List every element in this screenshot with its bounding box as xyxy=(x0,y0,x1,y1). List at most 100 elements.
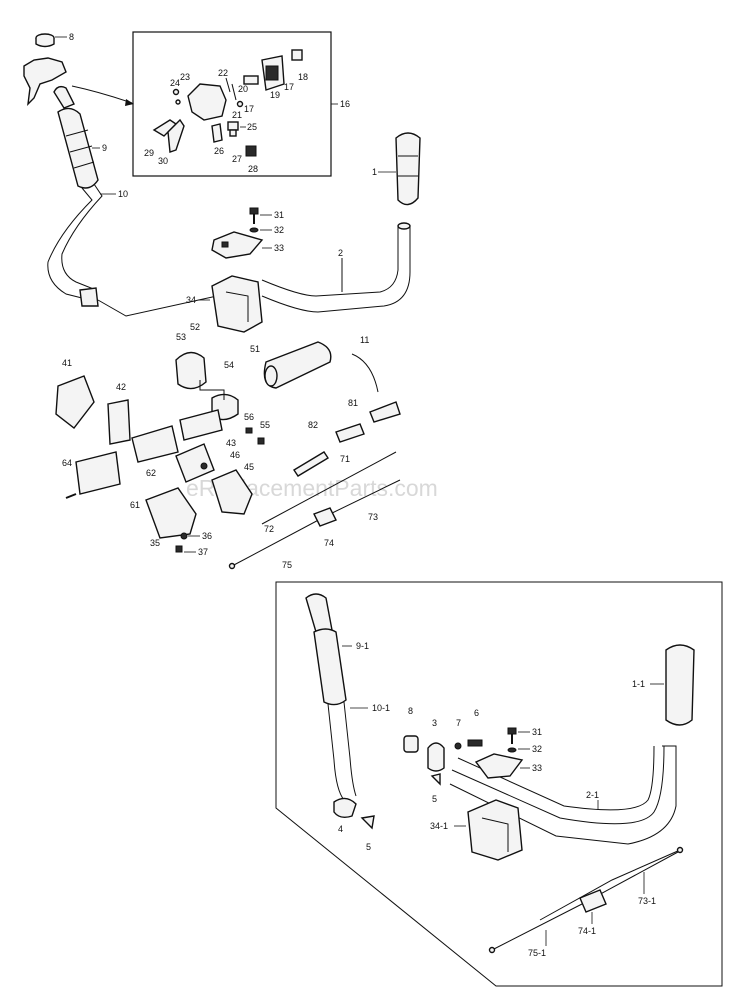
label-17b: 17 xyxy=(284,82,294,92)
label-24: 24 xyxy=(170,78,180,88)
label-35: 35 xyxy=(150,538,160,548)
label-74-1: 74-1 xyxy=(578,926,596,936)
label-29: 29 xyxy=(144,148,154,158)
label-17a: 17 xyxy=(244,104,254,114)
part-34-1-clamp xyxy=(467,799,523,861)
label-9-1: 9-1 xyxy=(356,641,369,651)
label-53: 53 xyxy=(176,332,186,342)
label-71: 71 xyxy=(340,454,350,464)
label-3: 3 xyxy=(432,718,437,728)
part-43 xyxy=(175,443,215,483)
label-32-lower: 32 xyxy=(532,744,542,754)
inset-parts xyxy=(152,49,303,157)
part-9-1-grip xyxy=(313,628,347,706)
left-tube-top xyxy=(53,85,75,109)
label-52: 52 xyxy=(190,322,200,332)
label-26: 26 xyxy=(214,146,224,156)
label-21: 21 xyxy=(232,110,242,120)
label-8-lower: 8 xyxy=(408,706,413,716)
label-27: 27 xyxy=(232,154,242,164)
label-7: 7 xyxy=(456,718,461,728)
label-34: 34 xyxy=(186,295,196,305)
label-19: 19 xyxy=(270,90,280,100)
left-tube-top-b xyxy=(305,593,333,633)
label-30: 30 xyxy=(158,156,168,166)
label-62: 62 xyxy=(146,468,156,478)
label-31: 31 xyxy=(274,210,284,220)
label-45: 45 xyxy=(244,462,254,472)
part-3-lever xyxy=(427,742,445,772)
label-9: 9 xyxy=(102,143,107,153)
label-56: 56 xyxy=(244,412,254,422)
part-11-wire xyxy=(351,353,379,393)
label-43: 43 xyxy=(226,438,236,448)
label-5a: 5 xyxy=(432,794,437,804)
label-33: 33 xyxy=(274,243,284,253)
label-73-1: 73-1 xyxy=(638,896,656,906)
part-10-1-tube xyxy=(327,703,345,801)
label-4: 4 xyxy=(338,824,343,834)
part-2-1-handlebar xyxy=(451,745,665,825)
label-34-1: 34-1 xyxy=(430,821,448,831)
part-5 xyxy=(360,815,375,830)
label-2: 2 xyxy=(338,248,343,258)
label-28: 28 xyxy=(248,164,258,174)
label-23: 23 xyxy=(180,72,190,82)
label-1: 1 xyxy=(372,167,377,177)
label-2-1: 2-1 xyxy=(586,790,599,800)
label-36: 36 xyxy=(202,531,212,541)
label-75-1: 75-1 xyxy=(528,948,546,958)
label-42: 42 xyxy=(116,382,126,392)
part-41-clamp xyxy=(55,375,95,429)
part-45 xyxy=(211,469,253,515)
label-51: 51 xyxy=(250,344,260,354)
part-8-cap xyxy=(35,33,55,48)
label-72: 72 xyxy=(264,524,274,534)
label-54: 54 xyxy=(224,360,234,370)
label-25: 25 xyxy=(247,122,257,132)
label-61: 61 xyxy=(130,500,140,510)
label-22: 22 xyxy=(218,68,228,78)
lower-assembly-outline xyxy=(275,581,723,987)
part-81-sleeve-a xyxy=(335,423,365,443)
part-9-left-grip xyxy=(57,107,99,189)
label-33-lower: 33 xyxy=(532,763,542,773)
label-82: 82 xyxy=(308,420,318,430)
part-42-bracket xyxy=(107,399,131,445)
part-35-housing xyxy=(145,487,197,539)
throttle-cables-lower xyxy=(488,846,684,954)
label-20: 20 xyxy=(238,84,248,94)
inset-pointer-arrow-head xyxy=(125,99,134,106)
part-82-threaded-rod xyxy=(293,451,329,477)
inset-pointer-arrow xyxy=(71,85,133,104)
throttle-cables-upper xyxy=(228,451,401,570)
part-34-clamp xyxy=(211,275,263,333)
part-8-knob xyxy=(403,735,419,753)
parts-31-32-33 xyxy=(211,207,264,259)
part-33-plate xyxy=(474,753,524,779)
label-18: 18 xyxy=(298,72,308,82)
part-10-left-tube xyxy=(47,187,93,301)
label-81: 81 xyxy=(348,398,358,408)
label-8: 8 xyxy=(69,32,74,42)
parts-51-53-54 xyxy=(65,341,332,499)
part-2-handlebar xyxy=(261,226,399,297)
throttle-housing xyxy=(23,57,67,106)
label-16: 16 xyxy=(340,99,350,109)
label-64: 64 xyxy=(62,458,72,468)
label-75: 75 xyxy=(282,560,292,570)
part-81-sleeve-b xyxy=(369,401,401,423)
part-1-right-grip xyxy=(395,132,421,206)
label-10: 10 xyxy=(118,189,128,199)
label-41: 41 xyxy=(62,358,72,368)
label-1-1: 1-1 xyxy=(632,679,645,689)
label-55: 55 xyxy=(260,420,270,430)
label-5b: 5 xyxy=(366,842,371,852)
label-37: 37 xyxy=(198,547,208,557)
label-46: 46 xyxy=(230,450,240,460)
part-4 xyxy=(333,797,357,819)
label-6: 6 xyxy=(474,708,479,718)
label-10-1: 10-1 xyxy=(372,703,390,713)
